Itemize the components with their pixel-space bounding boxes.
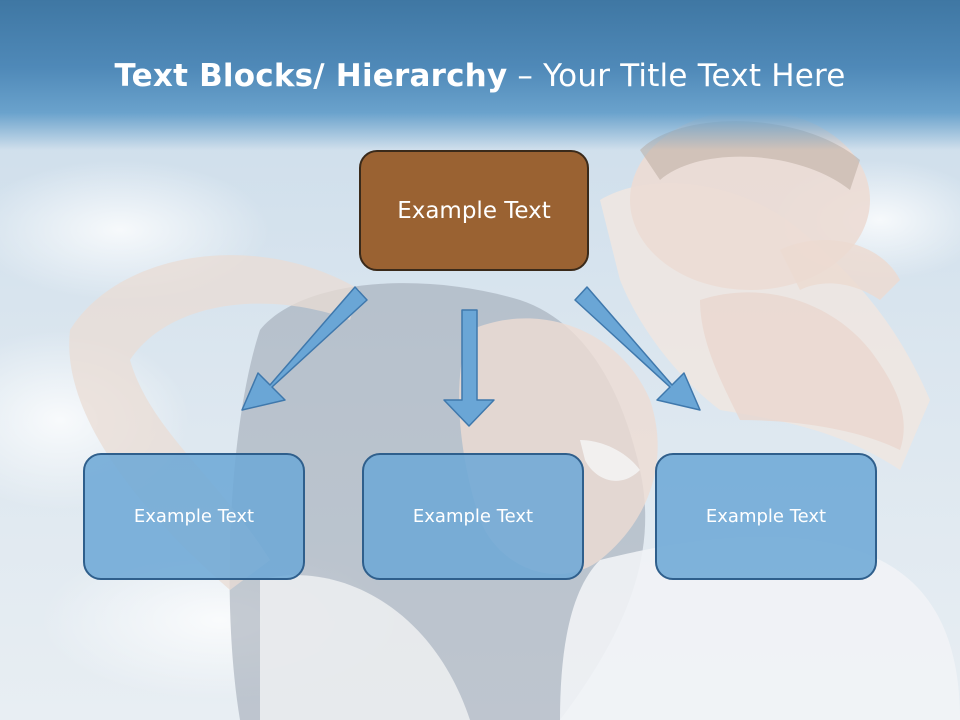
child-box-middle: Example Text (362, 453, 584, 580)
slide-title-bold: Text Blocks/ Hierarchy (114, 58, 508, 94)
child-box-middle-label: Example Text (412, 506, 534, 527)
top-box: Example Text (359, 150, 589, 271)
child-box-right: Example Text (655, 453, 877, 580)
slide-title: Text Blocks/ Hierarchy – Your Title Text… (0, 50, 960, 102)
title-band (0, 0, 960, 150)
arrow-middle (443, 309, 495, 427)
child-box-right-label: Example Text (705, 506, 827, 527)
arrow-left (241, 286, 368, 411)
child-box-left-label: Example Text (133, 506, 255, 527)
top-box-label: Example Text (397, 197, 551, 224)
child-box-left: Example Text (83, 453, 305, 580)
slide-title-regular: – Your Title Text Here (507, 58, 846, 94)
arrow-right (574, 286, 701, 411)
